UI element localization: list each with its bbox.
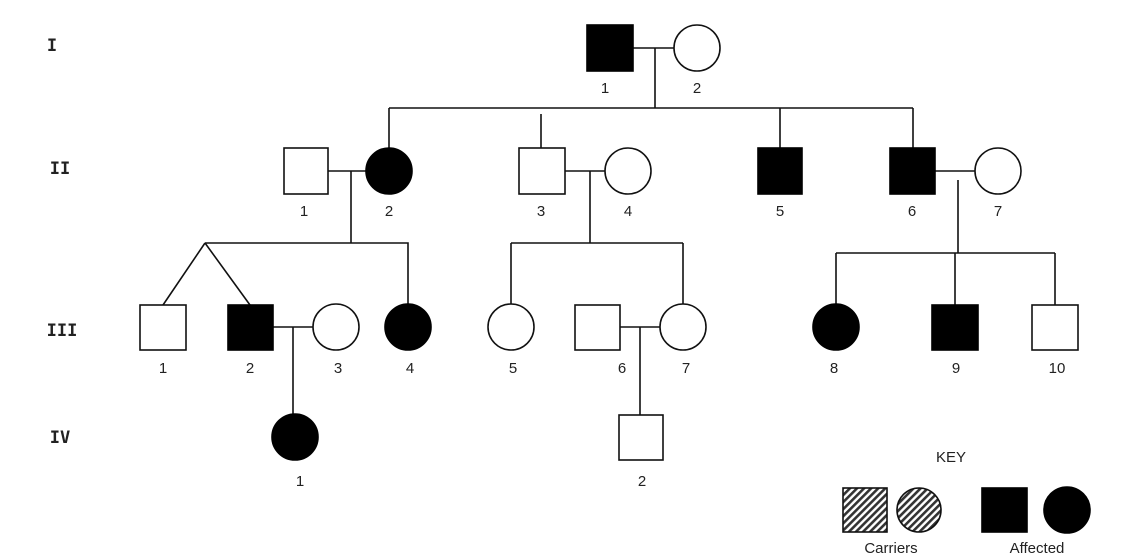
individual-label: 4	[406, 360, 414, 377]
individual-III-4	[384, 303, 432, 351]
individual-label: 1	[296, 473, 304, 490]
individual-II-2	[365, 147, 413, 195]
individual-III-9	[931, 304, 979, 351]
individual-label: 4	[624, 203, 632, 220]
individual-II-6	[889, 147, 936, 195]
individual-III-2	[227, 304, 274, 351]
affected-male-symbol	[981, 487, 1028, 533]
individual-III-6	[574, 304, 621, 351]
individual-III-10	[1031, 304, 1079, 351]
individual-III-8	[812, 303, 860, 351]
individual-IV-2	[618, 414, 664, 461]
individual-label: 8	[830, 360, 838, 377]
individual-label: 1	[300, 203, 308, 220]
generation-label-III: III	[47, 321, 78, 341]
individual-label: 5	[509, 360, 517, 377]
individual-label: 6	[908, 203, 916, 220]
individual-label: 1	[601, 80, 609, 97]
legend-carriers-label: Carriers	[864, 540, 917, 556]
individual-III-7	[659, 303, 707, 351]
individual-III-5	[487, 303, 535, 351]
legend-affected-label: Affected	[1010, 540, 1065, 556]
individual-II-3	[518, 147, 566, 195]
individual-label: 2	[385, 203, 393, 220]
legend-title: KEY	[936, 449, 966, 466]
relationship-lines	[162, 47, 1056, 415]
affected-female-symbol	[1043, 486, 1091, 534]
generation-label-I: I	[47, 36, 57, 56]
individual-label: 3	[537, 203, 545, 220]
carrier-female-symbol	[896, 487, 942, 533]
legend: KEY Carriers Affected	[842, 449, 1091, 556]
individual-label: 3	[334, 360, 342, 377]
individual-II-1	[283, 147, 329, 195]
generation-label-II: II	[50, 159, 70, 179]
generation-label-IV: IV	[50, 428, 70, 448]
individual-label: 7	[994, 203, 1002, 220]
carrier-male-symbol	[842, 487, 888, 533]
individual-label: 6	[618, 360, 626, 377]
individual-label: 1	[159, 360, 167, 377]
individual-label: 7	[682, 360, 690, 377]
individual-label: 2	[246, 360, 254, 377]
individual-IV-1	[271, 413, 319, 461]
individual-II-7	[974, 147, 1022, 195]
individual-I-2	[673, 24, 721, 72]
individual-II-5	[757, 147, 803, 195]
individual-label: 9	[952, 360, 960, 377]
individual-I-1	[586, 24, 634, 72]
individual-label: 5	[776, 203, 784, 220]
individual-label: 10	[1049, 360, 1066, 377]
individual-III-1	[139, 304, 187, 351]
individual-III-3	[312, 303, 360, 351]
individual-II-4	[604, 147, 652, 195]
individual-label: 2	[693, 80, 701, 97]
individual-label: 2	[638, 473, 646, 490]
